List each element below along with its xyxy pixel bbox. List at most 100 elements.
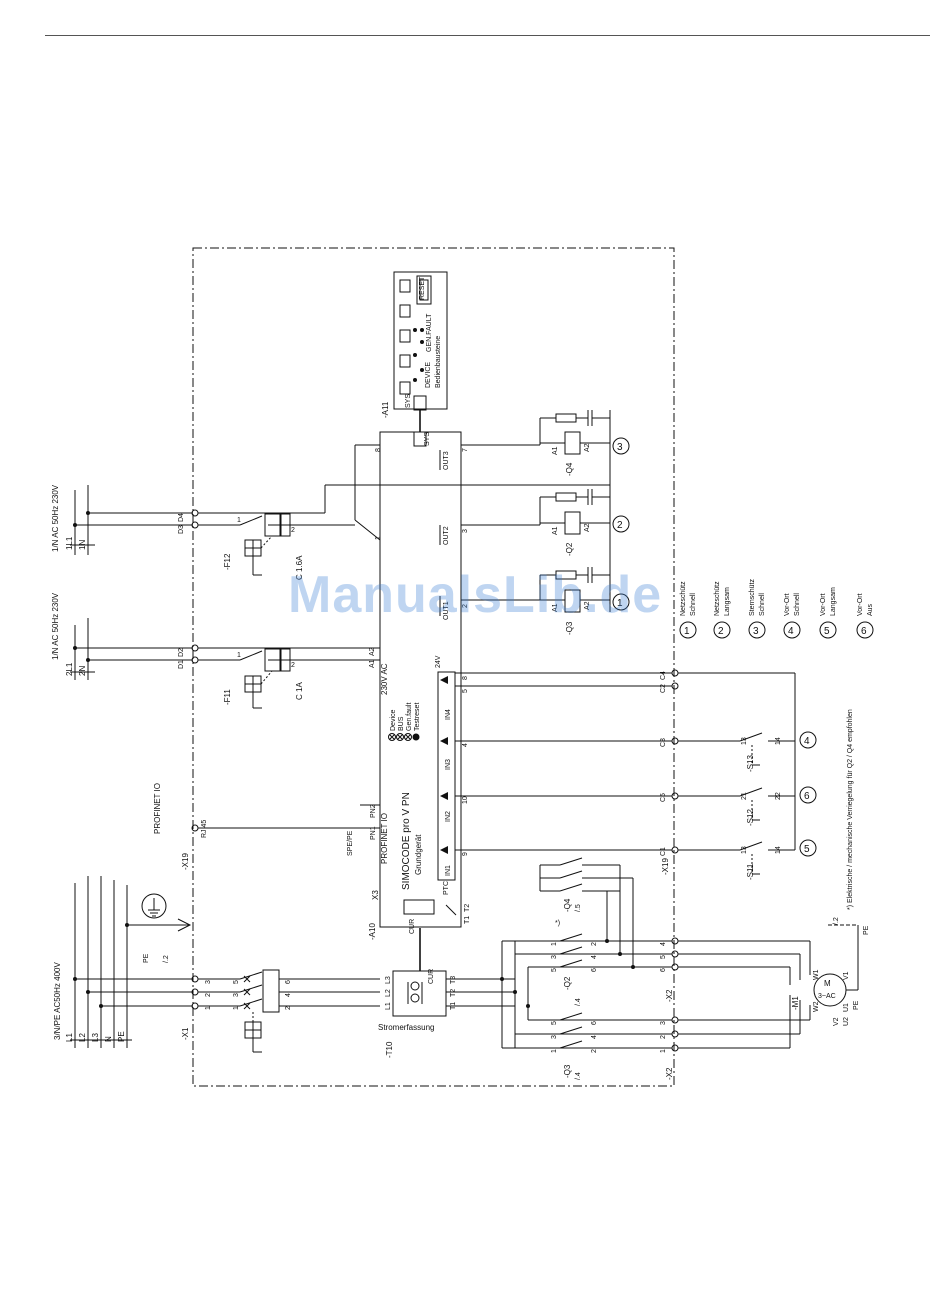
svg-text:C5: C5 [660,793,667,802]
svg-text:13: 13 [741,737,748,745]
svg-text:1: 1 [660,1049,667,1053]
svg-text:A2: A2 [369,647,376,656]
svg-text:4: 4 [285,993,292,997]
q3-coil-label: -Q3 [565,621,574,635]
svg-text:U1: U1 [843,1003,850,1012]
svg-text:5: 5 [462,689,469,693]
svg-text:A1: A1 [552,526,559,535]
svg-text:IN2: IN2 [445,811,452,822]
out2-label: OUT2 [443,526,450,545]
out1-label: OUT1 [443,601,450,620]
legend-3-l1: Sternschütz [749,579,756,616]
svg-text:4: 4 [591,955,598,959]
svg-text:DEVICE: DEVICE [425,362,432,388]
legend-1-l2: Schnell [690,593,697,616]
svg-text:6: 6 [861,626,867,637]
legend-6-l2: Aus [867,603,874,616]
m1-label: -M1 [791,996,800,1010]
svg-text:3: 3 [551,1035,558,1039]
motor-ac: 3~AC [818,993,836,1000]
svg-text:1: 1 [617,598,623,609]
svg-text:5: 5 [551,1021,558,1025]
svg-text:4: 4 [804,736,810,747]
svg-text:2: 2 [591,1049,598,1053]
svg-text:IN1: IN1 [445,865,452,876]
t10-label: Stromerfassung [378,1023,434,1032]
svg-text:1: 1 [684,626,690,637]
svg-text:N: N [104,1036,113,1042]
led-group [388,733,420,741]
svg-text:GEN.FAULT: GEN.FAULT [426,313,433,352]
profinet-ports [191,804,380,832]
svg-text:C2: C2 [660,684,667,693]
svg-text:4: 4 [462,743,469,747]
pe-ref: /.2 [163,955,170,963]
svg-text:6: 6 [804,791,810,802]
svg-text:8: 8 [462,676,469,680]
svg-text:2: 2 [660,1035,667,1039]
svg-text:PTC: PTC [443,881,450,895]
svg-text:PE: PE [863,925,870,935]
svg-text:6: 6 [591,968,598,972]
unit-sub: Grundgerät [414,834,423,875]
main-bus [70,876,193,1048]
svg-text:2: 2 [291,527,295,534]
svg-text:PN1: PN1 [370,826,377,840]
svg-text:1: 1 [237,652,241,659]
svg-text:1: 1 [375,536,382,540]
svg-text:C1: C1 [660,847,667,856]
svg-text:6: 6 [591,1021,598,1025]
svg-text:SPE/PE: SPE/PE [347,830,354,856]
svg-text:22: 22 [775,792,782,800]
f11-rating: C 1A [295,682,304,700]
svg-text:V2: V2 [833,1017,840,1026]
svg-text:4: 4 [788,626,794,637]
svg-text:T2: T2 [450,989,457,997]
svg-text:5: 5 [804,844,810,855]
svg-text:U2: U2 [843,1017,850,1026]
f12-rating: C 1.6A [295,555,304,580]
t10-tag: -T10 [385,1041,394,1058]
led-device: Device [390,709,397,731]
f11-label: -F11 [223,689,232,705]
svg-text:A2: A2 [584,443,591,452]
svg-text:3: 3 [551,955,558,959]
legend-6-l1: Vor-Ort [857,593,864,616]
svg-text:PE: PE [117,1031,126,1042]
svg-text:A2: A2 [584,601,591,610]
q4-contact-label: -Q4 [563,898,572,912]
footnote: *) Elektrische / mechanische Verriegelun… [847,709,854,910]
simocode-basic-unit [379,410,462,928]
svg-text:CUR: CUR [409,919,416,934]
legend-3-l2: Schnell [759,593,766,616]
legend-5-l2: Langsam [830,587,837,616]
operator-panel-a11 [393,271,448,411]
q4-coil-label: -Q4 [565,462,574,476]
a11-label: -A11 [381,401,390,418]
svg-text:2: 2 [205,993,212,997]
x3-label: X3 [371,890,380,900]
pe-ref-2: PE [143,953,150,963]
ctrl-supply-2-label: 1/N AC 50Hz 230V [51,484,60,552]
svg-text:T1: T1 [464,916,471,924]
svg-text:L3: L3 [385,976,392,984]
svg-text:RESET: RESET [419,276,426,300]
breaker-f12 [198,484,460,576]
s11-label: -S11 [746,863,755,880]
svg-text:SYS: SYS [405,394,412,408]
svg-text:6: 6 [285,980,292,984]
watermark: ManualsLib.de [288,566,663,624]
input-markers [799,731,817,857]
svg-text:W1: W1 [813,969,820,980]
svg-text:4: 4 [660,942,667,946]
svg-text:PN2: PN2 [370,804,377,818]
svg-text:3: 3 [233,993,240,997]
legend-4-l2: Schnell [794,593,801,616]
legend-2-l1: Netzschütz [714,581,721,616]
a10-label: -A10 [368,923,377,940]
svg-text:IN3: IN3 [445,759,452,770]
svg-text:14: 14 [775,737,782,745]
svg-text:2: 2 [718,626,724,637]
svg-text:2L1: 2L1 [65,662,74,676]
svg-text:6: 6 [660,968,667,972]
